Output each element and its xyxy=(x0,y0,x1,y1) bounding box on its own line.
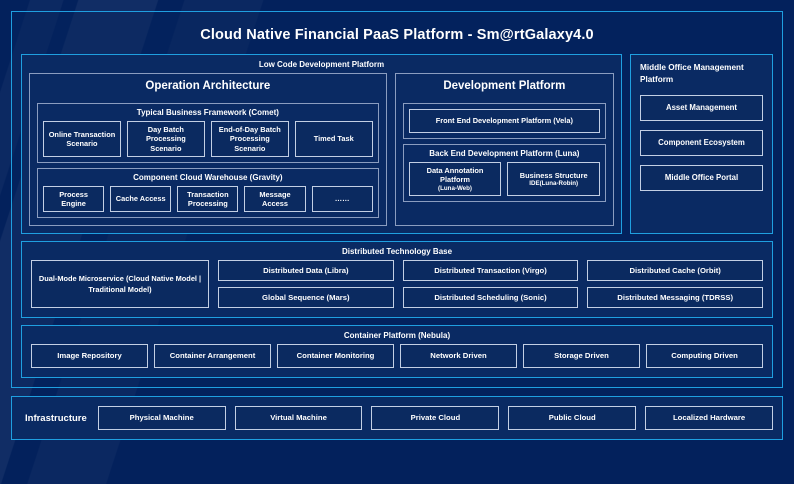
chip-data-annotation-platform[interactable]: Data Annotation Platform (Luna-Web) xyxy=(408,162,502,197)
chip-business-structure-label: Business Structure xyxy=(519,170,588,180)
chip-physical-machine[interactable]: Physical Machine xyxy=(97,406,226,431)
operation-architecture-header: Operation Architecture xyxy=(145,80,271,92)
back-end-platform-items: Data Annotation Platform (Luna-Web) Busi… xyxy=(408,162,600,197)
distributed-technology-columns: Distributed Data (Libra) Global Sequence… xyxy=(218,260,764,309)
dual-mode-microservice-wrapper: Dual-Mode Microservice (Cloud Native Mod… xyxy=(31,260,209,309)
distributed-technology-base-header: Distributed Technology Base xyxy=(341,247,453,257)
infrastructure-panel: Infrastructure Physical Machine Virtual … xyxy=(11,396,783,441)
chip-global-sequence[interactable]: Global Sequence (Mars) xyxy=(218,287,394,309)
chip-container-arrangement[interactable]: Container Arrangement xyxy=(154,344,271,369)
page-title: Cloud Native Financial PaaS Platform - S… xyxy=(200,27,594,43)
low-code-platform-header: Low Code Development Platform xyxy=(258,60,385,69)
chip-front-end-development-platform[interactable]: Front End Development Platform (Vela) xyxy=(408,109,600,133)
middle-office-header: Middle Office Management Platform xyxy=(640,63,744,84)
chip-middle-office-portal[interactable]: Middle Office Portal xyxy=(640,164,763,191)
chip-asset-management[interactable]: Asset Management xyxy=(640,94,763,121)
chip-process-engine[interactable]: Process Engine xyxy=(43,185,105,213)
middle-office-items: Asset Management Component Ecosystem Mid… xyxy=(640,94,763,191)
chip-storage-driven[interactable]: Storage Driven xyxy=(523,344,640,369)
chip-component-ecosystem[interactable]: Component Ecosystem xyxy=(640,129,763,156)
chip-private-cloud[interactable]: Private Cloud xyxy=(371,406,500,431)
infrastructure-label: Infrastructure xyxy=(25,412,87,424)
top-region: Low Code Development Platform Operation … xyxy=(21,54,773,235)
infrastructure-items: Physical Machine Virtual Machine Private… xyxy=(97,406,773,431)
distributed-technology-base-panel: Distributed Technology Base Dual-Mode Mi… xyxy=(21,241,773,319)
chip-day-batch-processing-scenario[interactable]: Day Batch Processing Scenario xyxy=(126,121,205,157)
front-end-platform-wrapper: Front End Development Platform (Vela) xyxy=(402,103,606,139)
chip-data-annotation-platform-label: Data Annotation Platform xyxy=(426,166,484,185)
chip-virtual-machine[interactable]: Virtual Machine xyxy=(234,406,363,431)
chip-business-structure-sub: IDE(Luna-Robin) xyxy=(529,179,579,187)
distributed-column-2: Distributed Transaction (Virgo) Distribu… xyxy=(402,260,579,309)
distributed-technology-base-grid: Dual-Mode Microservice (Cloud Native Mod… xyxy=(31,260,764,309)
container-platform-items: Image Repository Container Arrangement C… xyxy=(31,344,763,369)
component-cloud-warehouse-header: Component Cloud Warehouse (Gravity) xyxy=(133,172,283,182)
chip-dual-mode-microservice[interactable]: Dual-Mode Microservice (Cloud Native Mod… xyxy=(31,260,209,309)
chip-online-transaction-scenario[interactable]: Online Transaction Scenario xyxy=(43,121,121,157)
low-code-columns: Operation Architecture Typical Business … xyxy=(22,73,621,227)
low-code-platform-panel: Low Code Development Platform Operation … xyxy=(21,54,622,235)
business-framework-header: Typical Business Framework (Comet) xyxy=(136,108,279,117)
back-end-platform-header: Back End Development Platform (Luna) xyxy=(429,149,580,158)
chip-data-annotation-platform-sub: (Luna-Web) xyxy=(438,184,472,192)
chip-transaction-processing[interactable]: Transaction Processing xyxy=(177,185,239,213)
component-cloud-warehouse-items: Process Engine Cache Access Transaction … xyxy=(43,185,373,213)
chip-distributed-data[interactable]: Distributed Data (Libra) xyxy=(218,260,394,282)
chip-more-ellipsis[interactable]: …… xyxy=(311,185,373,213)
middle-office-panel: Middle Office Management Platform Asset … xyxy=(630,54,773,235)
back-end-platform-panel: Back End Development Platform (Luna) Dat… xyxy=(402,144,606,203)
business-framework-items: Online Transaction Scenario Day Batch Pr… xyxy=(43,121,373,157)
development-platform-panel: Development Platform Front End Developme… xyxy=(394,73,614,227)
chip-distributed-scheduling[interactable]: Distributed Scheduling (Sonic) xyxy=(402,287,579,309)
chip-cache-access[interactable]: Cache Access xyxy=(110,185,172,213)
chip-distributed-transaction[interactable]: Distributed Transaction (Virgo) xyxy=(402,260,579,282)
chip-localized-hardware[interactable]: Localized Hardware xyxy=(645,406,773,431)
platform-frame: Cloud Native Financial PaaS Platform - S… xyxy=(11,11,783,389)
chip-timed-task[interactable]: Timed Task xyxy=(294,121,373,157)
chip-public-cloud[interactable]: Public Cloud xyxy=(508,406,637,431)
chip-distributed-messaging[interactable]: Distributed Messaging (TDRSS) xyxy=(587,287,764,309)
distributed-column-1: Distributed Data (Libra) Global Sequence… xyxy=(218,260,394,309)
chip-network-driven[interactable]: Network Driven xyxy=(400,344,517,369)
operation-architecture-panel: Operation Architecture Typical Business … xyxy=(29,73,387,227)
chip-distributed-cache[interactable]: Distributed Cache (Orbit) xyxy=(587,260,764,282)
container-platform-panel: Container Platform (Nebula) Image Reposi… xyxy=(21,325,773,379)
chip-computing-driven[interactable]: Computing Driven xyxy=(646,344,763,369)
distributed-column-3: Distributed Cache (Orbit) Distributed Me… xyxy=(587,260,764,309)
chip-message-access[interactable]: Message Access xyxy=(244,185,306,213)
chip-end-of-day-batch-processing-scenario[interactable]: End-of-Day Batch Processing Scenario xyxy=(210,121,289,157)
container-platform-header: Container Platform (Nebula) xyxy=(343,331,451,341)
business-framework-panel: Typical Business Framework (Comet) Onlin… xyxy=(37,103,379,163)
chip-business-structure-ide[interactable]: Business Structure IDE(Luna-Robin) xyxy=(507,162,600,197)
development-platform-header: Development Platform xyxy=(443,80,566,92)
chip-image-repository[interactable]: Image Repository xyxy=(31,344,148,369)
component-cloud-warehouse-panel: Component Cloud Warehouse (Gravity) Proc… xyxy=(37,167,379,219)
chip-container-monitoring[interactable]: Container Monitoring xyxy=(277,344,394,369)
